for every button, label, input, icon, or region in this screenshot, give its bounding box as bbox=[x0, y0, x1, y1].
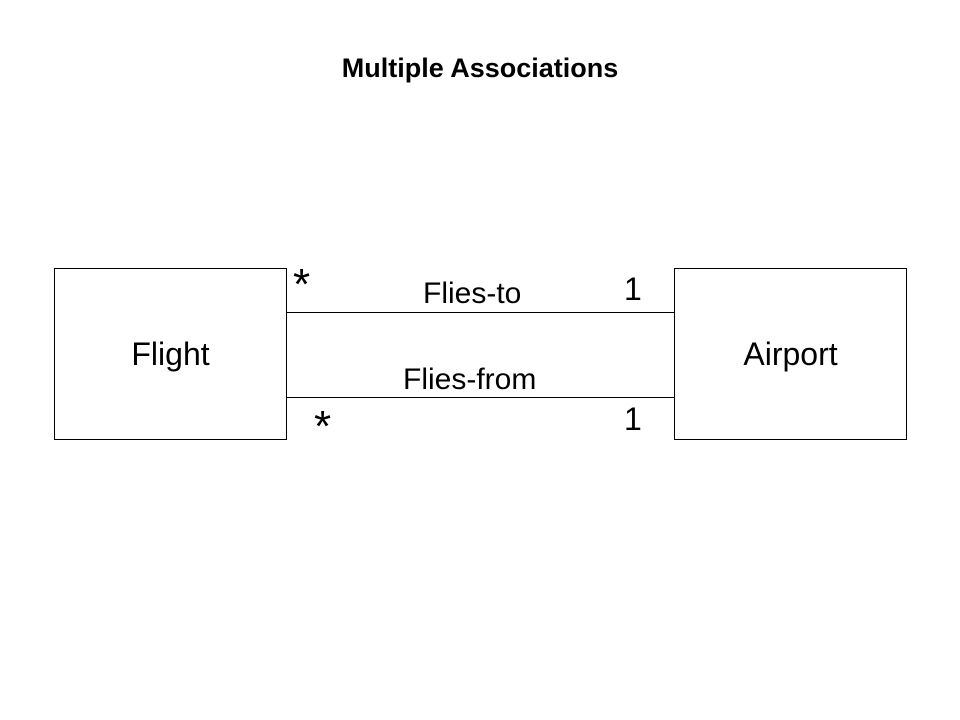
slide-title: Multiple Associations bbox=[341, 53, 619, 83]
flies-to-flight-multiplicity: * bbox=[293, 260, 311, 309]
airport-class-box: Airport bbox=[674, 268, 907, 440]
flies-to-label: Flies-to bbox=[423, 277, 522, 310]
flies-from-label: Flies-from bbox=[403, 363, 537, 396]
flies-from-flight-multiplicity: * bbox=[314, 402, 332, 451]
flies-to-airport-multiplicity: 1 bbox=[624, 271, 642, 307]
flies-from-airport-multiplicity: 1 bbox=[624, 401, 642, 437]
flies-from-association-line bbox=[287, 397, 674, 398]
flight-class-name: Flight bbox=[131, 335, 210, 372]
flight-class-box: Flight bbox=[54, 268, 287, 440]
flies-to-association-line bbox=[287, 312, 674, 313]
airport-class-name: Airport bbox=[743, 335, 838, 372]
